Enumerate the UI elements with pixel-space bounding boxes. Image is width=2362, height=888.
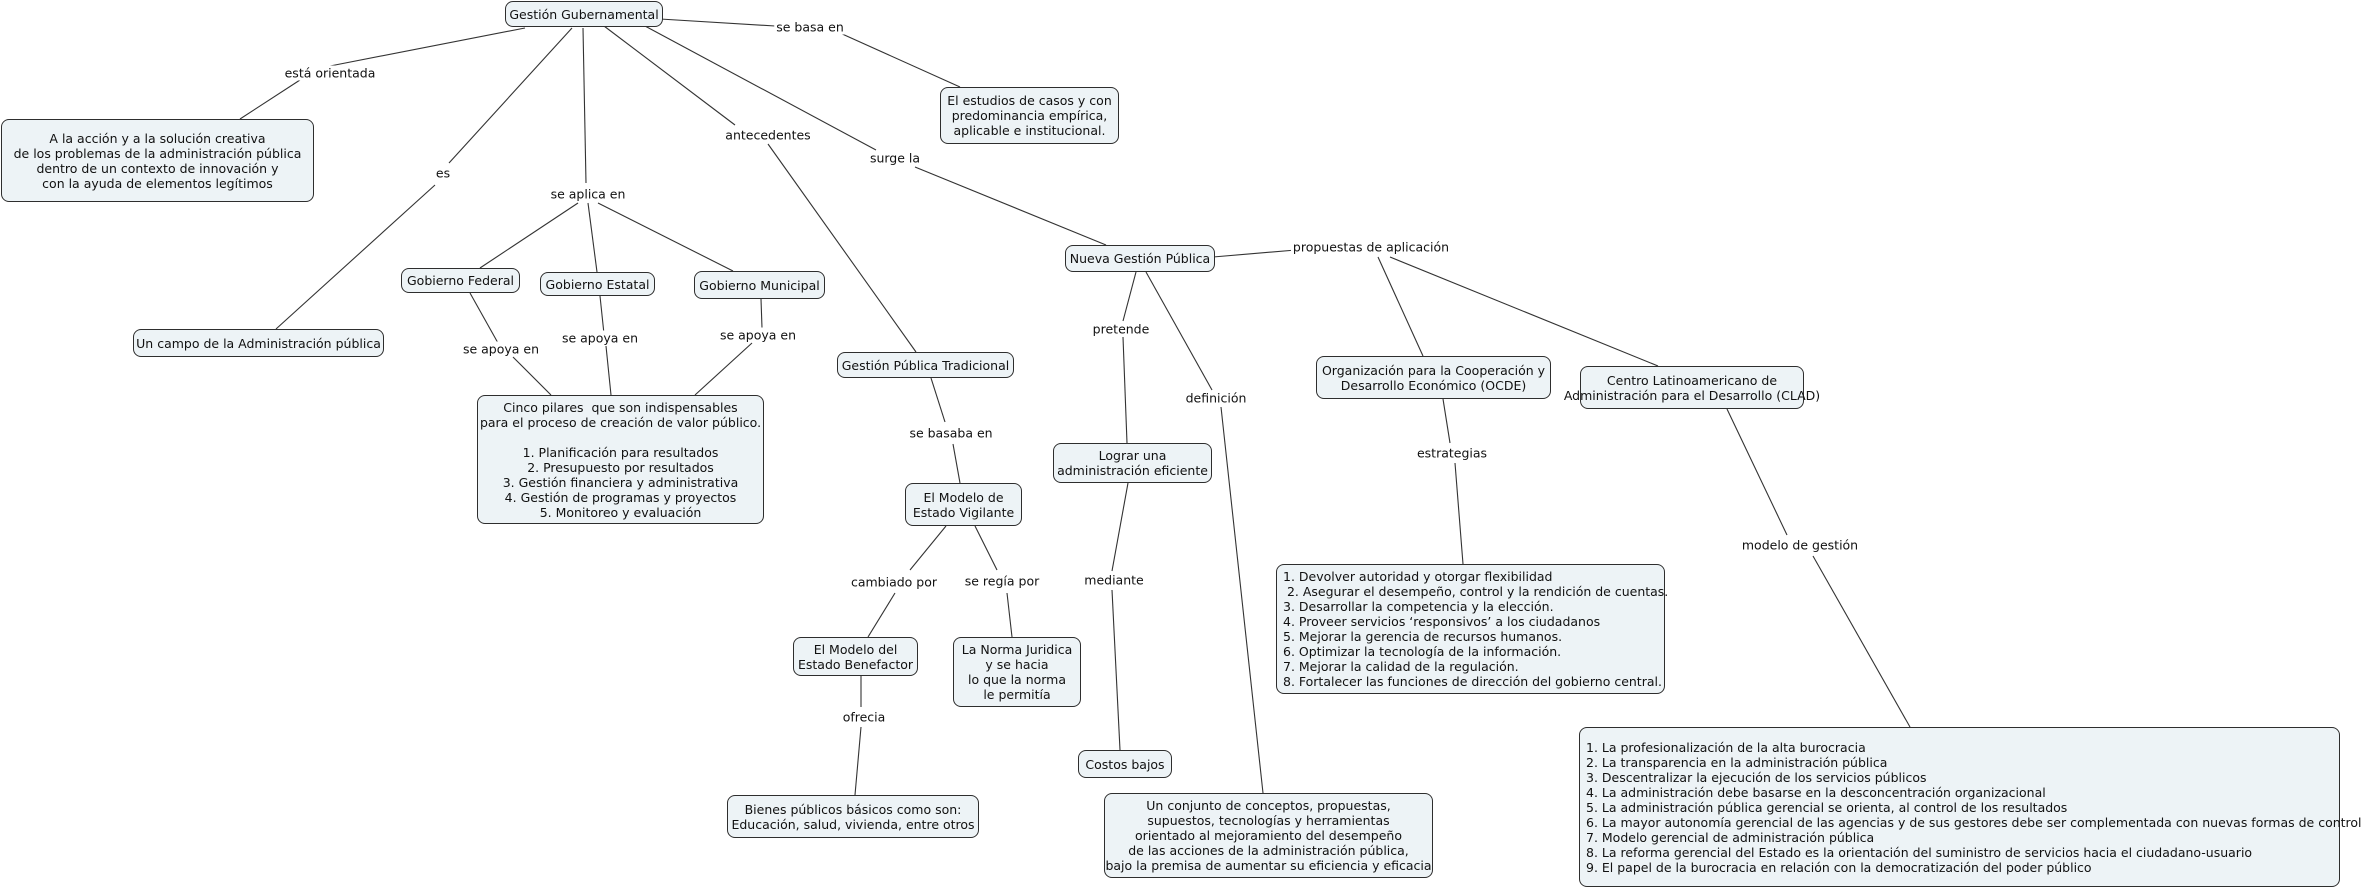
node-accion-creativa[interactable]: A la acción y a la solución creativa de … [1, 119, 314, 202]
node-gobierno-estatal[interactable]: Gobierno Estatal [540, 272, 655, 296]
node-modelo-vigilante[interactable]: El Modelo de Estado Vigilante [905, 483, 1022, 526]
node-clad-lista[interactable]: 1. La profesionalización de la alta buro… [1579, 727, 2362, 887]
edge [867, 592, 896, 638]
link-label-se-basa-en: se basa en [774, 19, 846, 35]
node-campo-admin[interactable]: Un campo de la Administración pública [133, 329, 384, 357]
edge [952, 443, 961, 484]
link-label-pretende: pretende [1090, 321, 1152, 337]
link-label-estrategias: estrategias [1414, 445, 1490, 461]
edge [909, 525, 947, 571]
link-label-se-regia-por: se regía por [962, 573, 1042, 589]
node-ocde[interactable]: Organización para la Cooperación y Desar… [1316, 356, 1551, 399]
edge [839, 32, 961, 88]
link-label-se-aplica-en: se aplica en [548, 186, 628, 202]
edge [275, 184, 436, 330]
edge [239, 79, 301, 120]
edge [1377, 256, 1424, 357]
edge [1442, 398, 1451, 444]
edge [599, 295, 605, 335]
link-label-se-basaba-en: se basaba en [907, 425, 995, 441]
node-modelo-benefactor[interactable]: El Modelo del Estado Benefactor [793, 637, 918, 676]
node-conjunto-conceptos[interactable]: Un conjunto de conceptos, propuestas, su… [1104, 793, 1433, 878]
edge [448, 27, 573, 164]
node-norma-juridica[interactable]: La Norma Juridica y se hacia lo que la n… [953, 637, 1081, 707]
node-gestion-gubernamental[interactable]: Gestión Gubernamental [505, 1, 663, 27]
node-estudios-casos[interactable]: El estudios de casos y con predominancia… [940, 87, 1119, 144]
node-gobierno-municipal[interactable]: Gobierno Municipal [694, 271, 825, 299]
edge [854, 726, 862, 796]
edge [659, 18, 776, 27]
node-gestion-tradicional[interactable]: Gestión Pública Tradicional [837, 352, 1014, 378]
link-label-esta-orientada: está orientada [282, 65, 378, 81]
link-label-se-apoya-en-municipal: se apoya en [717, 327, 799, 343]
link-label-modelo-gestion: modelo de gestión [1739, 537, 1861, 553]
edge [582, 27, 587, 184]
node-lograr-admin[interactable]: Lograr una administración eficiente [1053, 443, 1212, 483]
edge [1122, 336, 1128, 444]
edge [1111, 589, 1121, 751]
edge [1006, 592, 1013, 638]
edge [1122, 271, 1137, 322]
edge [597, 202, 734, 272]
edge [469, 292, 499, 344]
edge [1726, 408, 1788, 536]
edge [1145, 271, 1213, 391]
node-costos-bajos[interactable]: Costos bajos [1078, 750, 1172, 778]
edge [930, 377, 946, 423]
edge [1454, 462, 1464, 565]
edge [1812, 555, 1911, 728]
link-label-cambiado-por: cambiado por [848, 574, 940, 590]
link-label-surge-la: surge la [867, 150, 923, 166]
node-clad[interactable]: Centro Latinoamericano de Administración… [1564, 366, 1820, 409]
edge [914, 166, 1107, 246]
node-gobierno-federal[interactable]: Gobierno Federal [401, 268, 520, 293]
edge [479, 202, 579, 269]
link-label-mediante: mediante [1082, 572, 1146, 588]
edge [694, 342, 753, 396]
edge [1220, 406, 1264, 794]
link-label-se-apoya-en-estatal: se apoya en [559, 330, 641, 346]
edge [1212, 249, 1297, 258]
link-label-es: es [433, 165, 453, 181]
link-label-antecedentes: antecedentes [723, 127, 813, 143]
edge [974, 525, 998, 571]
node-ocde-lista[interactable]: 1. Devolver autoridad y otorgar flexibil… [1276, 564, 1668, 694]
link-label-ofrecia: ofrecia [840, 709, 888, 725]
edge [512, 356, 552, 396]
edge [587, 202, 598, 273]
node-nueva-gestion[interactable]: Nueva Gestión Pública [1065, 245, 1215, 272]
edge [767, 143, 917, 353]
link-label-se-apoya-en-federal: se apoya en [460, 341, 542, 357]
edge [1111, 482, 1129, 572]
edge [603, 25, 736, 126]
node-cinco-pilares[interactable]: Cinco pilares que son indispensables par… [477, 395, 764, 524]
edge [760, 298, 763, 329]
edge [605, 345, 612, 396]
edge [1389, 256, 1659, 367]
link-label-definicion: definición [1183, 390, 1249, 406]
link-label-propuestas: propuestas de aplicación [1290, 239, 1452, 255]
edge [644, 25, 877, 151]
node-bienes-publicos[interactable]: Bienes públicos básicos como son: Educac… [727, 795, 979, 838]
edge [329, 27, 526, 67]
